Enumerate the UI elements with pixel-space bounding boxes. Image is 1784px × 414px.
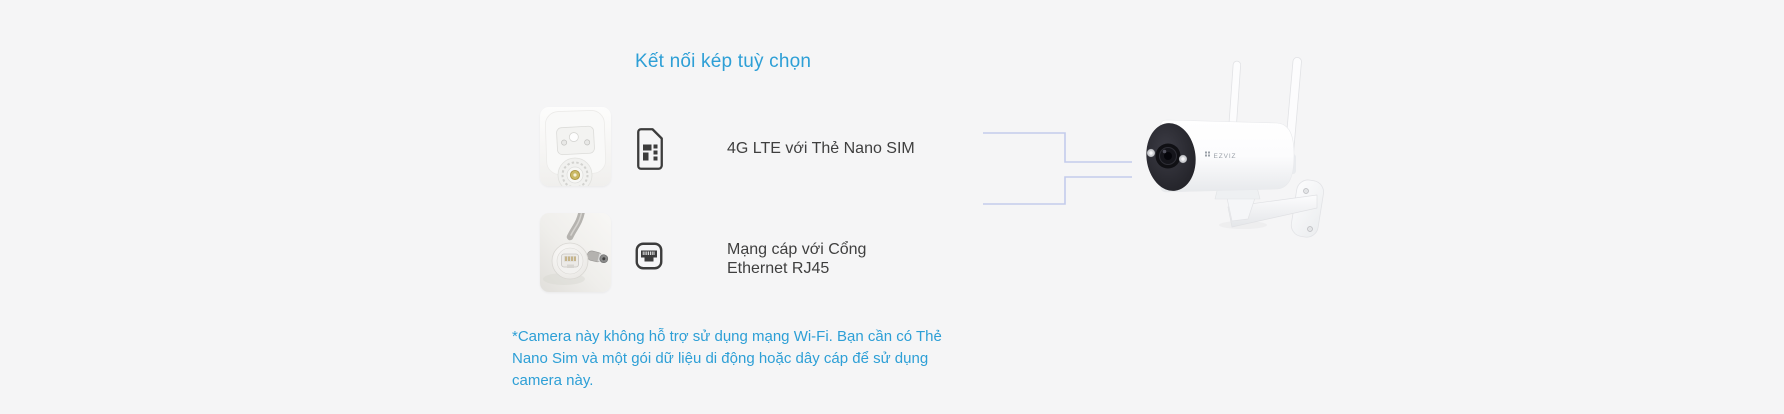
camera-lens-face [1146,123,1196,191]
wifi-disclaimer-footnote: *Camera này không hỗ trợ sử dụng mạng Wi… [512,328,942,389]
option-ethernet-label: Mạng cáp với Cổng Ethernet RJ45 [727,241,867,277]
camera-body: EZVIZ [1160,119,1295,193]
nano-sim-card-icon [637,128,663,175]
camera-bottom-sim-slot-photo [540,107,611,186]
callout-lines [983,132,1132,205]
ezviz-logo: EZVIZ [1205,151,1237,160]
svg-text:EZVIZ: EZVIZ [1214,153,1237,160]
option-4g-lte-label: 4G LTE với Thẻ Nano SIM [727,140,915,157]
ezviz-camera-product-image: EZVIZ [975,28,1370,270]
wall-mount-bracket [1214,179,1324,238]
rj45-ethernet-port-icon [635,242,663,275]
section-title: Kết nối kép tuỳ chọn [635,51,812,72]
ethernet-cable-connector-photo [540,213,611,292]
